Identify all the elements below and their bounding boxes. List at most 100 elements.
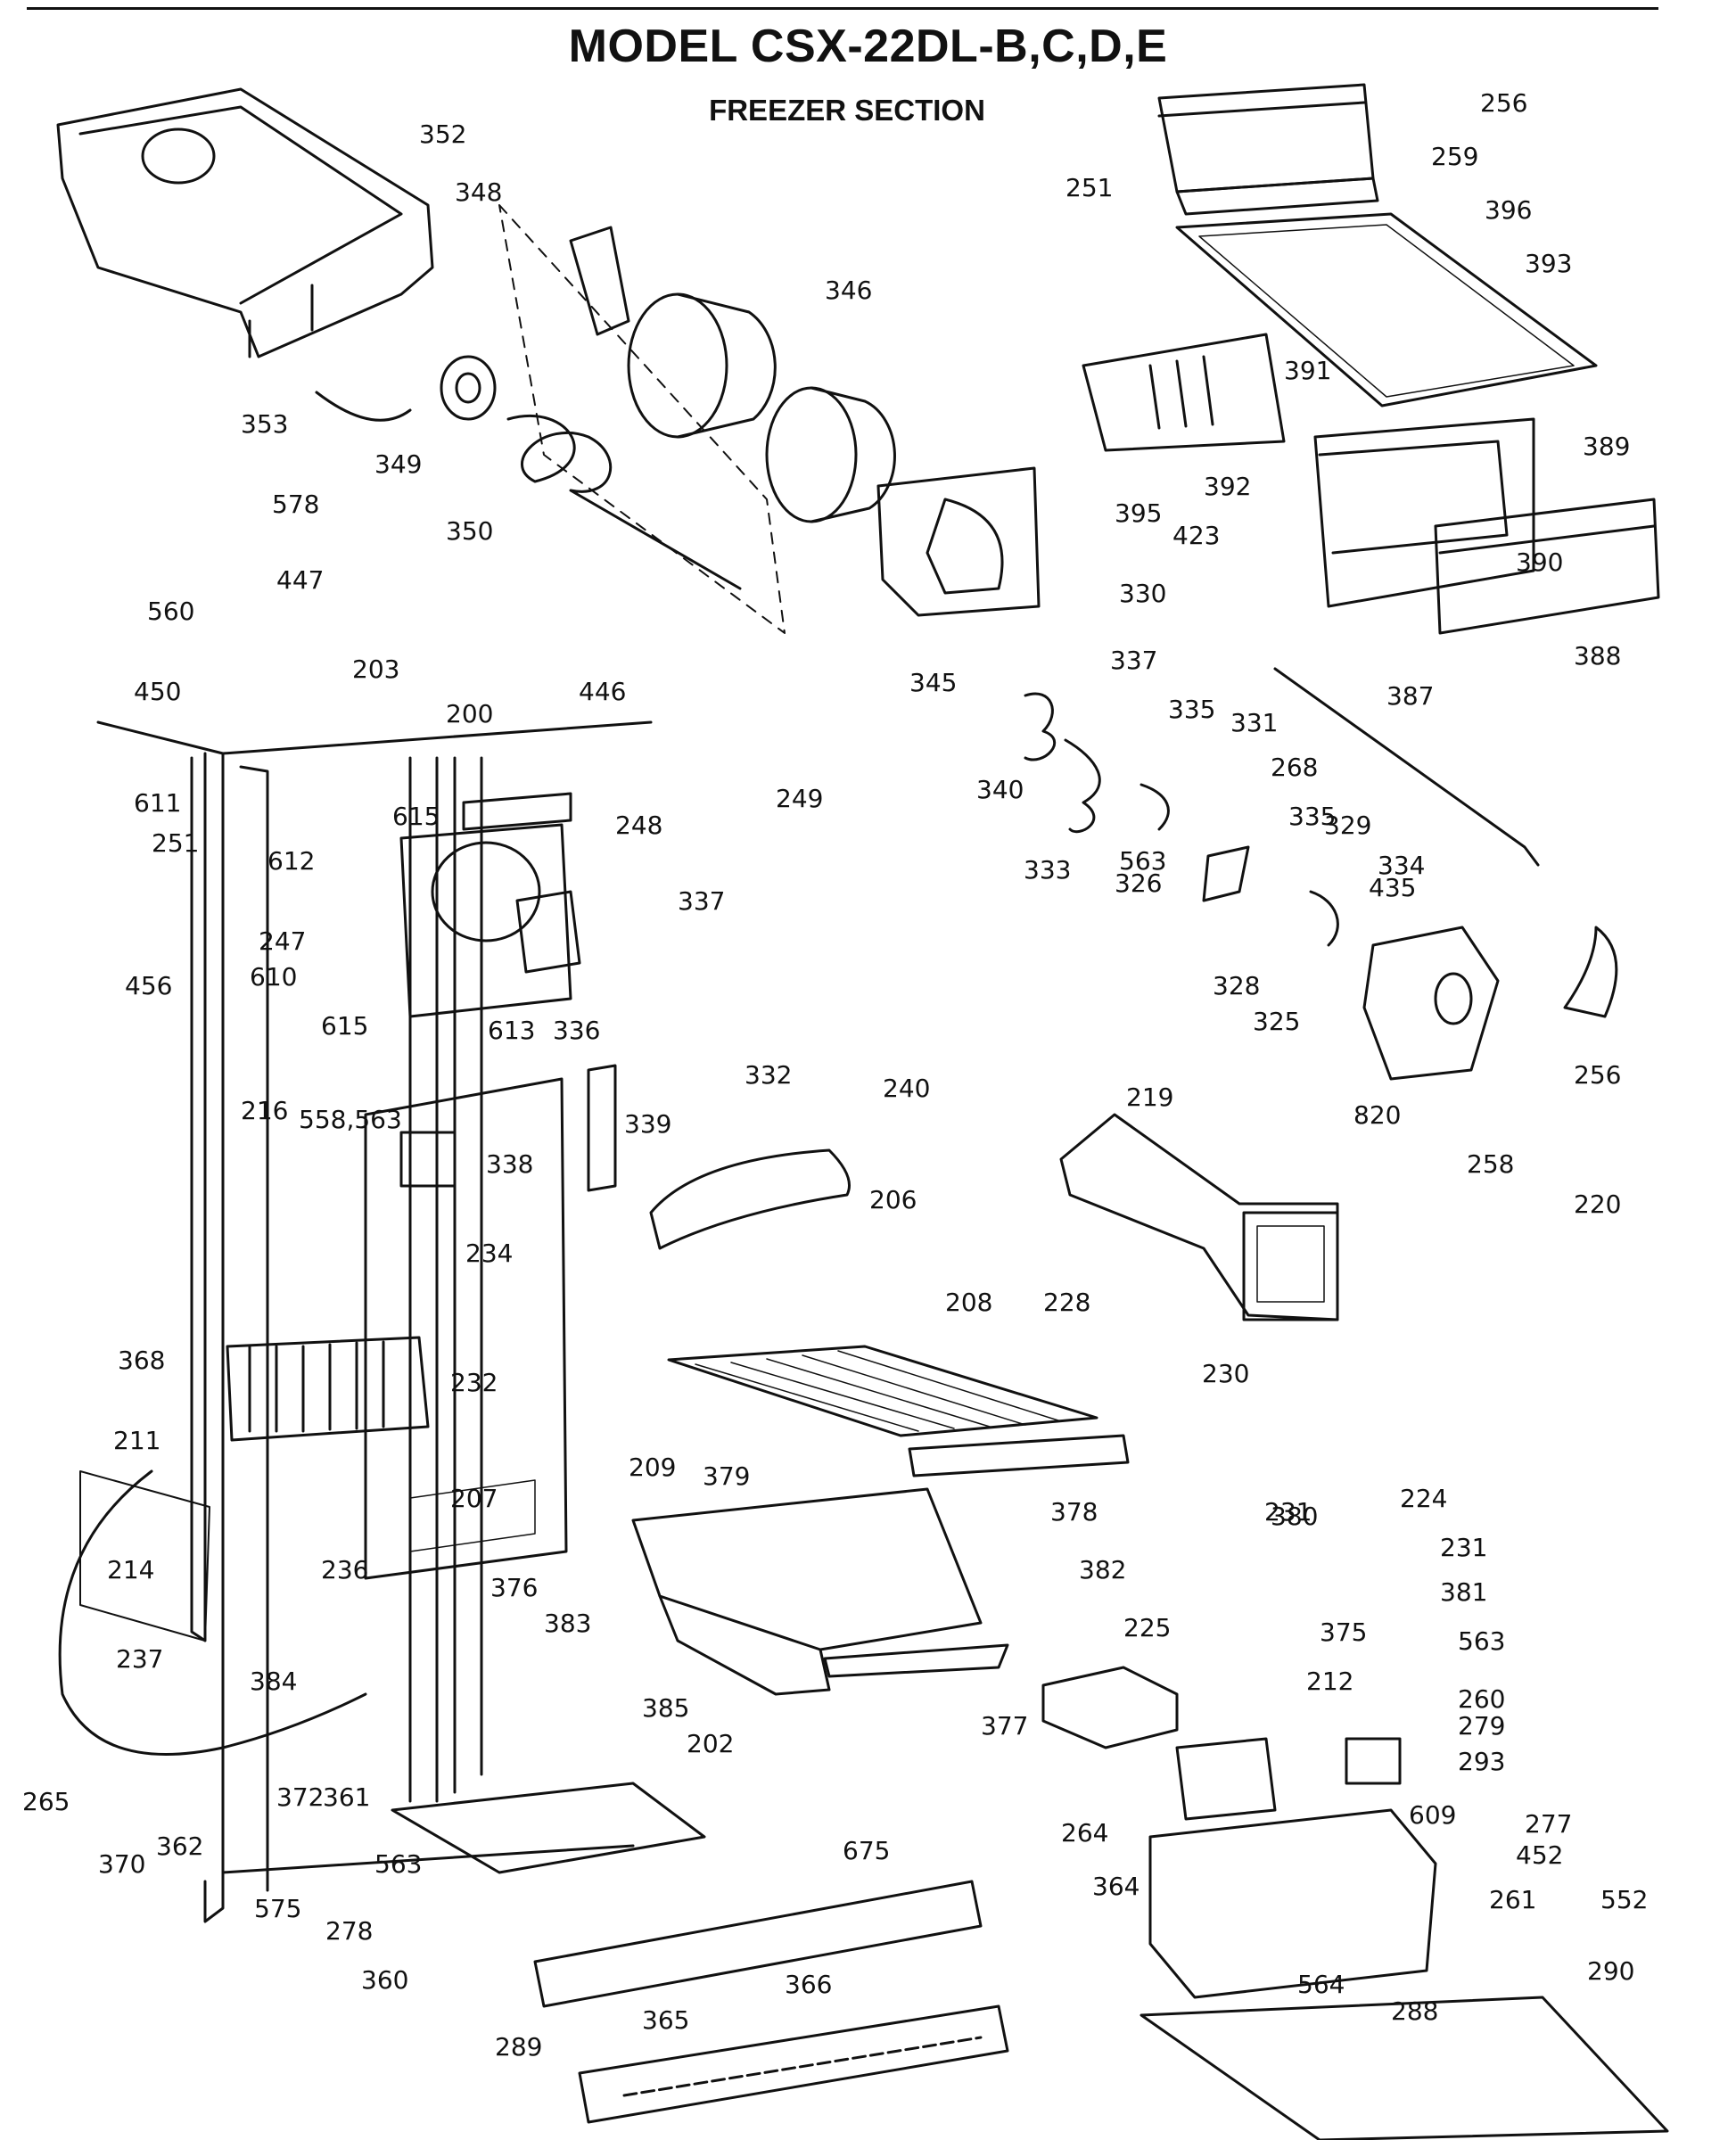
part-callout: 260: [1458, 1684, 1505, 1714]
rail-209: [908, 1434, 1130, 1477]
part-callout: 335: [1288, 802, 1336, 831]
part-callout: 609: [1409, 1800, 1456, 1830]
part-callout: 378: [1050, 1497, 1098, 1527]
part-callout: 289: [495, 2032, 542, 2062]
part-callout: 214: [107, 1555, 154, 1584]
part-callout: 563: [374, 1849, 422, 1879]
page-title: MODEL CSX-22DL-B,C,D,E: [568, 21, 1168, 72]
part-callout: 381: [1440, 1577, 1487, 1607]
auger-350: [506, 414, 742, 590]
bracket-348: [569, 226, 630, 336]
wire-353: [315, 391, 412, 422]
auger-drum-346a: [627, 292, 728, 439]
part-callout: 336: [553, 1016, 600, 1045]
part-callout: 388: [1574, 641, 1621, 671]
part-callout: 365: [642, 2005, 689, 2035]
grille-288: [578, 2004, 1009, 2124]
part-callout: 364: [1092, 1872, 1140, 1901]
part-callout: 435: [1369, 873, 1416, 902]
part-callout: 393: [1525, 249, 1572, 278]
part-callout: 338: [486, 1149, 533, 1179]
part-callout: 331: [1230, 708, 1278, 737]
part-callout: 375: [1320, 1617, 1367, 1647]
bracket-377: [1345, 1737, 1402, 1785]
trim-216: [587, 1064, 617, 1192]
part-callout: 230: [1202, 1359, 1249, 1388]
part-callout: 385: [642, 1693, 689, 1723]
part-callout: 207: [450, 1484, 498, 1513]
part-callout: 450: [134, 677, 181, 706]
part-callout: 564: [1297, 1970, 1345, 1999]
part-callout: 209: [629, 1453, 676, 1482]
tray-260: [391, 1782, 706, 1874]
part-callout: 560: [147, 597, 194, 626]
part-callout: 339: [624, 1109, 671, 1139]
part-callout: 258: [1467, 1149, 1514, 1179]
part-callout: 370: [98, 1849, 145, 1879]
part-callout: 447: [276, 565, 324, 595]
part-callout: 219: [1126, 1082, 1173, 1112]
part-callout: 240: [883, 1074, 930, 1103]
part-callout: 259: [1431, 142, 1478, 171]
part-callout: 352: [419, 119, 466, 149]
part-callout: 382: [1079, 1555, 1126, 1584]
shelf-393: [1175, 212, 1598, 407]
part-callout: 390: [1516, 547, 1563, 577]
part-callout: 224: [1400, 1484, 1447, 1513]
part-callout: 395: [1115, 498, 1162, 528]
part-callout: 612: [267, 846, 315, 876]
rail-396: [1175, 177, 1379, 216]
part-callout: 360: [361, 1965, 408, 1995]
part-callout: 563: [1458, 1626, 1505, 1656]
part-callout: 330: [1119, 579, 1166, 608]
part-callout: 234: [465, 1239, 513, 1268]
part-callout: 206: [869, 1185, 917, 1214]
part-callout: 380: [1271, 1502, 1318, 1531]
bracket-277: [533, 1880, 983, 2008]
part-callout: 337: [678, 886, 725, 916]
ice-bucket-352: [56, 87, 434, 358]
drain-tube-225: [58, 1469, 367, 1756]
part-callout: 334: [1378, 851, 1425, 880]
part-callout: 335: [1168, 695, 1215, 724]
part-callout: 611: [134, 788, 181, 818]
part-callout: 251: [1065, 173, 1113, 202]
part-callout: 326: [1115, 868, 1162, 898]
part-callout: 216: [241, 1096, 288, 1125]
cover-372: [1041, 1666, 1179, 1749]
housing-361: [1148, 1808, 1437, 1999]
motor-plate-345: [876, 466, 1041, 617]
part-callout: 350: [446, 516, 493, 546]
duct-248: [462, 792, 572, 831]
auger-drum-346b: [765, 386, 858, 523]
part-callout: 202: [687, 1729, 734, 1758]
part-callout: 333: [1024, 855, 1071, 885]
part-callout: 361: [323, 1782, 370, 1812]
part-callout: 325: [1253, 1007, 1300, 1036]
part-callout: 290: [1587, 1956, 1634, 1986]
part-callout: 340: [976, 775, 1024, 804]
part-callout: 389: [1583, 432, 1630, 461]
part-callout: 552: [1600, 1885, 1648, 1914]
part-callout: 256: [1574, 1060, 1621, 1090]
part-callout: 362: [156, 1831, 203, 1861]
part-callout: 387: [1386, 681, 1434, 711]
bearing-349: [440, 355, 497, 421]
cam-328: [1563, 926, 1618, 1018]
cabinet-frame: [96, 720, 225, 1923]
part-callout: 251: [152, 828, 199, 858]
part-callout: 232: [450, 1368, 498, 1397]
part-callout: 248: [615, 811, 662, 840]
part-callout: 225: [1123, 1613, 1171, 1642]
part-callout: 456: [125, 971, 172, 1000]
ice-maker-820: [1059, 1113, 1339, 1321]
part-callout: 328: [1213, 971, 1260, 1000]
pan-211: [631, 1487, 983, 1651]
part-callout: 228: [1043, 1288, 1090, 1317]
top-rule: [27, 0, 1658, 10]
part-callout: 345: [909, 668, 957, 697]
rod-329: [1273, 667, 1540, 867]
part-callout: 264: [1061, 1818, 1108, 1848]
part-callout: 268: [1271, 753, 1318, 782]
